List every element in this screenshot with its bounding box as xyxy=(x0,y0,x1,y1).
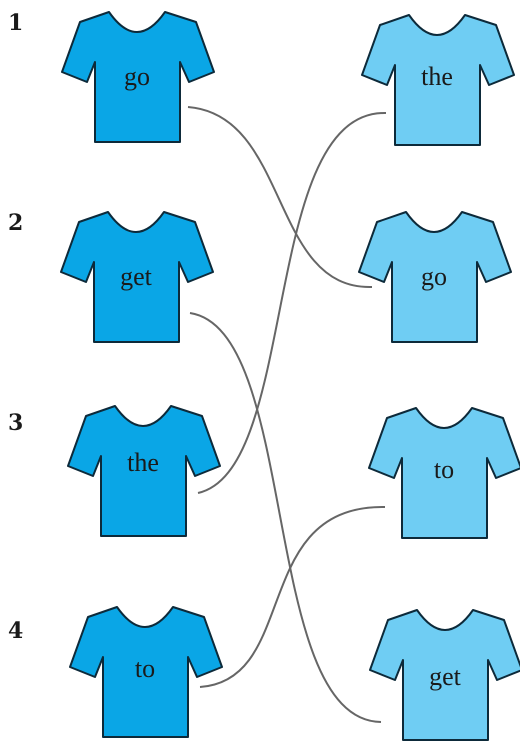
left-shirt-1-word: go xyxy=(124,62,150,91)
connector-line-go[interactable] xyxy=(187,106,373,289)
item-number-4: 4 xyxy=(8,618,23,644)
connector-lines xyxy=(187,106,387,723)
right-shirt-3[interactable]: to xyxy=(368,407,520,539)
right-shirt-column: the go to get xyxy=(358,14,520,741)
right-shirt-2[interactable]: go xyxy=(358,211,512,343)
right-shirt-2-word: go xyxy=(421,262,447,291)
left-shirt-3[interactable]: the xyxy=(67,405,221,537)
right-shirt-1[interactable]: the xyxy=(361,14,515,146)
connector-line-get[interactable] xyxy=(189,312,382,723)
item-numbers: 1 2 3 4 xyxy=(8,10,23,644)
right-shirt-1-word: the xyxy=(421,62,453,91)
right-shirt-4[interactable]: get xyxy=(369,609,520,741)
connector-line-to[interactable] xyxy=(199,505,386,688)
right-shirt-3-word: to xyxy=(434,455,454,484)
left-shirt-4-word: to xyxy=(135,654,155,683)
left-shirt-2-word: get xyxy=(120,262,153,291)
connector-line-the[interactable] xyxy=(197,111,387,494)
item-number-1: 1 xyxy=(8,10,23,36)
left-shirt-3-word: the xyxy=(127,448,159,477)
item-number-3: 3 xyxy=(8,410,23,436)
right-shirt-4-word: get xyxy=(429,662,462,691)
left-shirt-2[interactable]: get xyxy=(60,211,214,343)
item-number-2: 2 xyxy=(8,210,23,236)
left-shirt-1[interactable]: go xyxy=(61,11,215,143)
left-shirt-4[interactable]: to xyxy=(69,606,223,738)
left-shirt-column: go get the to xyxy=(60,11,223,738)
